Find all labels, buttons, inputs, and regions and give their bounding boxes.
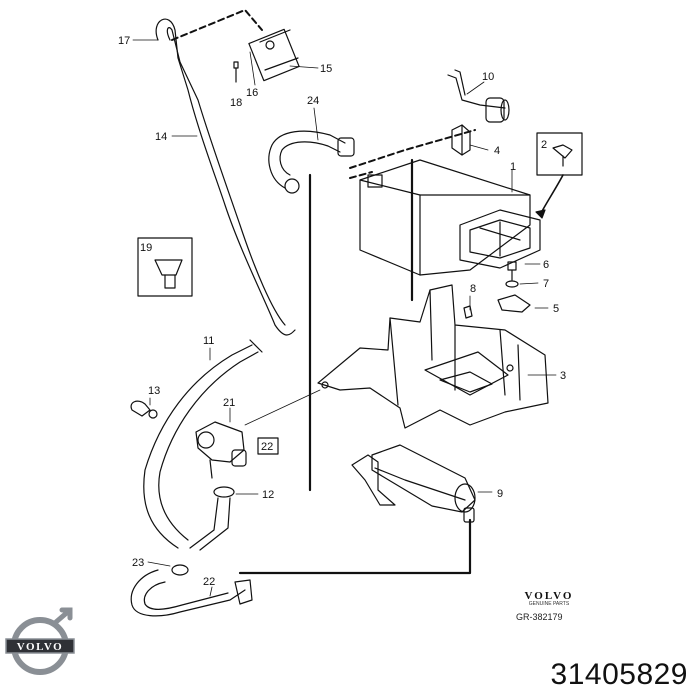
detail-box-19 — [137, 237, 193, 297]
dashed-line-16-15 — [171, 9, 263, 41]
callout-10: 10 — [482, 71, 494, 83]
callout-6: 6 — [543, 259, 549, 271]
leader-17 — [249, 51, 256, 86]
callout-22: 22 — [203, 576, 215, 588]
callout-15: 15 — [320, 63, 332, 75]
callout-22-box: 22 — [261, 441, 273, 453]
component-9 — [351, 444, 476, 523]
pipe-line-bottom — [238, 518, 472, 575]
callout-3: 3 — [560, 370, 566, 382]
callout-4: 4 — [494, 145, 500, 157]
bolt-6 — [507, 261, 517, 281]
leader-lines — [132, 39, 557, 597]
callout-1: 1 — [510, 161, 516, 173]
hose-14 — [155, 18, 296, 336]
callout-17: 16 — [246, 87, 258, 99]
bolt-18 — [233, 61, 239, 83]
genuine-parts-brand: VOLVO GENUINE PARTS — [514, 590, 584, 607]
logo-word: VOLVO — [17, 641, 63, 653]
callout-9: 9 — [497, 488, 503, 500]
hose-22 — [130, 564, 253, 617]
callout-19: 19 — [140, 242, 152, 254]
detail-box-22 — [257, 437, 279, 455]
detail-box-2 — [535, 132, 583, 219]
callout-8: 8 — [470, 283, 476, 295]
clamp-13 — [130, 400, 158, 419]
callout-11: 11 — [203, 335, 214, 347]
callout-13: 13 — [148, 385, 160, 397]
callout-5: 5 — [553, 303, 559, 315]
callout-16: 17 — [118, 35, 130, 47]
connector-10 — [447, 69, 510, 123]
hose-12 — [189, 497, 231, 551]
hose-24 — [268, 130, 355, 194]
clip-5 — [497, 294, 531, 313]
callout-2: 2 — [541, 139, 547, 151]
hose-11 — [143, 339, 263, 549]
valve-21 — [195, 421, 247, 479]
diagram-reference-code: GR-382179 — [516, 612, 563, 622]
clamp-12 — [213, 486, 235, 498]
bolt-8 — [463, 305, 473, 319]
callout-7: 7 — [543, 278, 549, 290]
part-number: 31405829 — [550, 658, 688, 691]
callout-12: 12 — [262, 489, 274, 501]
callout-21: 21 — [223, 397, 235, 409]
bracket-4 — [451, 124, 471, 156]
bracket-3 — [317, 284, 549, 429]
callout-24: 24 — [307, 95, 319, 107]
canister-1 — [359, 159, 541, 276]
brand-word: VOLVO — [524, 590, 574, 602]
volvo-logo-icon: VOLVO — [5, 607, 75, 675]
callout-18: 18 — [230, 97, 242, 109]
brand-subtitle: GENUINE PARTS — [528, 601, 570, 607]
sensor-15 — [248, 28, 300, 82]
callout-23: 23 — [132, 557, 144, 569]
washer-7 — [505, 280, 519, 288]
callout-14: 14 — [155, 131, 167, 143]
